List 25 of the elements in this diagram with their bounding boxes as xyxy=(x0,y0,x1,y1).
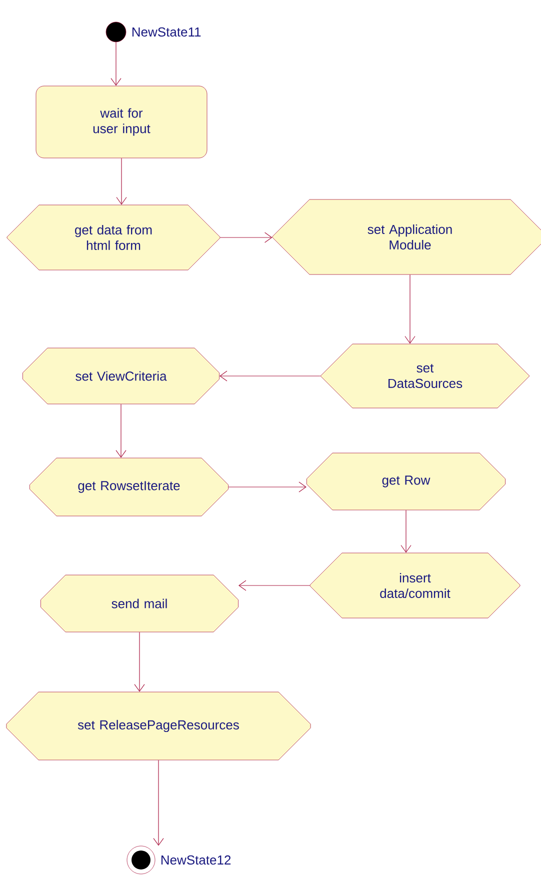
arrow xyxy=(116,158,127,205)
activity-node: set ViewCriteria xyxy=(22,348,220,404)
arrow xyxy=(110,42,122,86)
arrow xyxy=(153,760,164,846)
arrow xyxy=(116,404,126,458)
activity-node: set Application Module xyxy=(272,199,541,275)
state-label: NewState11 xyxy=(132,27,201,37)
arrow xyxy=(404,274,416,344)
arrow xyxy=(228,482,306,492)
activity-node: insert data/commit xyxy=(310,552,520,618)
activity-box: wait for user input xyxy=(36,86,208,158)
final-state xyxy=(126,846,156,874)
arrow xyxy=(238,580,310,591)
state-label: NewState12 xyxy=(161,855,231,865)
arrow xyxy=(400,510,412,553)
arrow xyxy=(220,232,272,243)
activity-node: set DataSources xyxy=(320,344,530,408)
arrow xyxy=(134,632,145,692)
activity-node: get data from html form xyxy=(6,204,220,270)
arrow xyxy=(219,370,321,382)
activity-node: get Row xyxy=(306,452,506,510)
activity-node: get RowsetIterate xyxy=(29,458,229,516)
activity-node: set ReleasePageResources xyxy=(6,692,311,760)
activity-node: send mail xyxy=(40,574,238,632)
initial-state xyxy=(106,22,126,42)
